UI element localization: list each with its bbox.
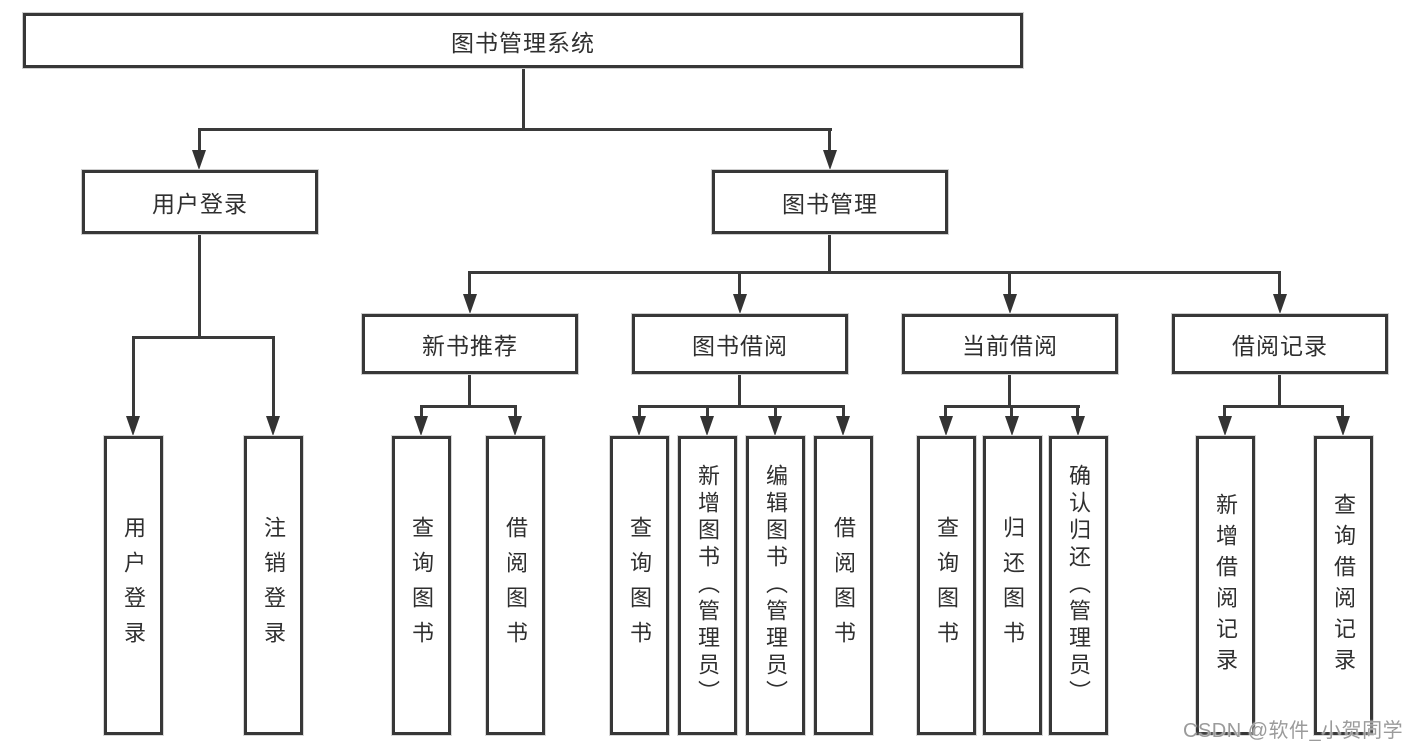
arrowhead-leaf-login (126, 416, 140, 436)
arrowhead-newbook (463, 294, 477, 314)
connector-drop-g3-l1 (1341, 405, 1344, 418)
connector-drop-g2-l1 (1010, 405, 1013, 418)
arrowhead-g2-l0 (939, 416, 953, 436)
connector-drop-g2-l2 (1076, 405, 1079, 418)
arrowhead-records (1273, 294, 1287, 314)
connector-drop-g1-l3 (842, 405, 845, 418)
leaf-current-confirm-return-admin: 确认归还（管理员） (1049, 436, 1108, 735)
leaf-borrow-add-books-admin: 新增图书（管理员） (678, 436, 737, 735)
connector-user-login-rail (132, 336, 275, 339)
connector-drop-newbook (468, 271, 471, 296)
node-book-management-label: 图书管理 (782, 191, 878, 217)
csdn-watermark: CSDN @软件_小贺同学 (1183, 720, 1404, 742)
connector-drop-leaf-login (132, 336, 135, 418)
leaf-user-login: 用户登录 (104, 436, 163, 735)
arrowhead-g0-l0 (414, 416, 428, 436)
connector-records-rail (1223, 405, 1344, 408)
node-book-management: 图书管理 (712, 170, 948, 234)
arrowhead-borrow (733, 294, 747, 314)
connector-drop-current (1008, 271, 1011, 296)
leaf-records-add-record: 新增借阅记录 (1196, 436, 1255, 735)
connector-drop-g1-l1 (706, 405, 709, 418)
arrowhead-g2-l2 (1071, 416, 1085, 436)
connector-borrow-rail (638, 405, 845, 408)
arrowhead-leaf-logout (266, 416, 280, 436)
connector-drop-g0-l0 (420, 405, 423, 418)
node-current-borrow: 当前借阅 (902, 314, 1118, 374)
node-user-login-label: 用户登录 (152, 191, 248, 217)
leaf-newbook-query-books: 查询图书 (392, 436, 451, 735)
connector-borrow-stem (738, 374, 741, 405)
node-root: 图书管理系统 (23, 13, 1023, 68)
connector-drop-borrow (738, 271, 741, 296)
arrowhead-current (1003, 294, 1017, 314)
leaf-current-return-books: 归还图书 (983, 436, 1042, 735)
connector-drop-g1-l0 (638, 405, 641, 418)
node-borrow-records: 借阅记录 (1172, 314, 1388, 374)
arrowhead-g2-l1 (1005, 416, 1019, 436)
connector-book-mgmt-stem (828, 234, 831, 271)
node-user-login: 用户登录 (82, 170, 318, 234)
arrowhead-g1-l3 (836, 416, 850, 436)
leaf-borrow-query-books: 查询图书 (610, 436, 669, 735)
arrowhead-g1-l2 (768, 416, 782, 436)
connector-records-stem (1278, 374, 1281, 405)
arrowhead-g1-l0 (632, 416, 646, 436)
node-current-borrow-label: 当前借阅 (962, 333, 1058, 359)
connector-drop-g2-l0 (944, 405, 947, 418)
connector-drop-user-login (198, 128, 201, 154)
node-book-borrow-label: 图书借阅 (692, 333, 788, 359)
leaf-newbook-borrow-books: 借阅图书 (486, 436, 545, 735)
connector-current-stem (1008, 374, 1011, 405)
arrowhead-g0-l1 (508, 416, 522, 436)
connector-newbook-stem (468, 374, 471, 405)
leaf-records-query-record: 查询借阅记录 (1314, 436, 1373, 735)
connector-level3-rail (468, 271, 1281, 274)
node-new-book-recommend-label: 新书推荐 (422, 333, 518, 359)
node-book-borrow: 图书借阅 (632, 314, 848, 374)
arrowhead-book-mgmt (823, 150, 837, 170)
connector-drop-g1-l2 (774, 405, 777, 418)
leaf-borrow-edit-books-admin: 编辑图书（管理员） (746, 436, 805, 735)
connector-user-login-stem (198, 234, 201, 336)
connector-newbook-rail (420, 405, 517, 408)
leaf-borrow-borrow-books: 借阅图书 (814, 436, 873, 735)
connector-drop-leaf-logout (272, 336, 275, 418)
arrowhead-user-login (192, 150, 206, 170)
node-borrow-records-label: 借阅记录 (1232, 333, 1328, 359)
leaf-current-query-books: 查询图书 (917, 436, 976, 735)
arrowhead-g3-l0 (1218, 416, 1232, 436)
node-new-book-recommend: 新书推荐 (362, 314, 578, 374)
arrowhead-g3-l1 (1336, 416, 1350, 436)
connector-drop-book-mgmt (828, 128, 831, 154)
arrowhead-g1-l1 (700, 416, 714, 436)
leaf-logout: 注销登录 (244, 436, 303, 735)
connector-drop-g3-l0 (1223, 405, 1226, 418)
connector-drop-g0-l1 (514, 405, 517, 418)
connector-level2-rail (198, 128, 832, 131)
connector-root-stem (522, 68, 525, 128)
connector-drop-records (1278, 271, 1281, 296)
node-root-label: 图书管理系统 (451, 29, 595, 56)
